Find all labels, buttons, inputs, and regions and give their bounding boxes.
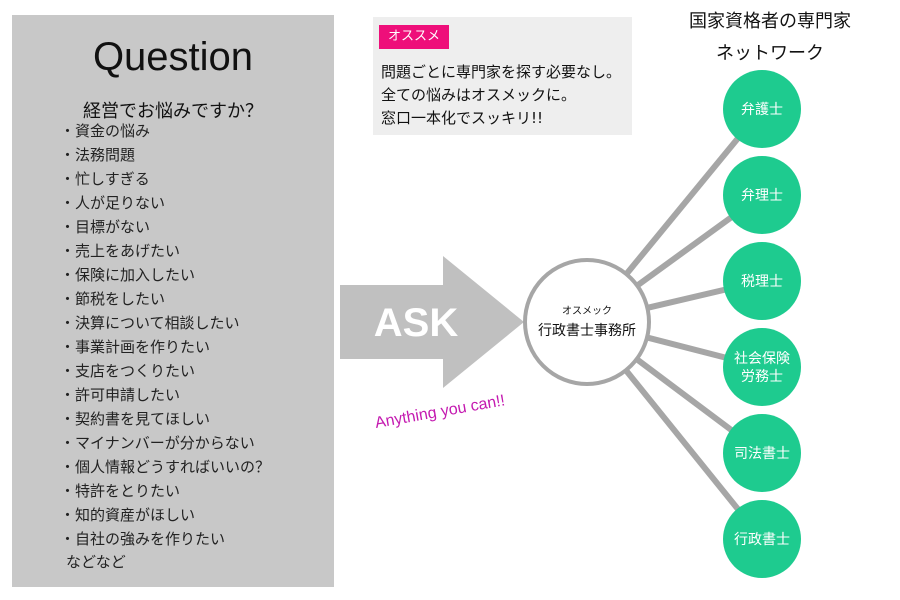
- question-list: ・資金の悩み・法務問題・忙しすぎる・人が足りない・目標がない・売上をあげたい・保…: [60, 119, 270, 551]
- specialist-node-circle: [723, 328, 801, 406]
- specialist-node-label: 行政書士: [734, 532, 790, 548]
- recommend-line: 問題ごとに専門家を探す必要なし。: [381, 63, 622, 81]
- specialist-node: 弁護士: [723, 70, 801, 148]
- question-item: ・売上をあげたい: [60, 242, 181, 260]
- center-hub-circle: [523, 258, 651, 386]
- network-title-line1: 国家資格者の専門家: [689, 11, 851, 32]
- question-item: ・目標がない: [60, 218, 151, 236]
- ask-label: ASK: [374, 301, 459, 345]
- specialist-node-label: 税理士: [741, 274, 783, 290]
- question-item: ・個人情報どうすればいいの？: [60, 458, 271, 476]
- specialist-node-circle: [723, 70, 801, 148]
- specialist-node-label: 司法書士: [734, 446, 790, 462]
- specialist-node-circle: [723, 414, 801, 492]
- question-item: ・特許をとりたい: [60, 482, 181, 500]
- network-title-line2: ネットワーク: [716, 43, 824, 64]
- network-title: 国家資格者の専門家 ネットワーク: [660, 6, 880, 70]
- question-item: ・決算について相談したい: [60, 314, 240, 332]
- specialist-node-circle: [723, 500, 801, 578]
- question-item: ・支店をつくりたい: [60, 362, 196, 380]
- recommend-line: 窓口一本化でスッキリ!!: [381, 109, 544, 127]
- question-item: ・自社の強みを作りたい: [60, 530, 226, 548]
- specialist-node-label: 社会保険: [734, 351, 790, 367]
- specialist-node: 弁理士: [723, 156, 801, 234]
- recommend-badge: オススメ: [379, 25, 450, 49]
- question-subtitle: 経営でお悩みですか？: [83, 101, 263, 122]
- question-panel: Question 経営でお悩みですか？ ・資金の悩み・法務問題・忙しすぎる・人が…: [12, 15, 334, 587]
- question-title: Question: [92, 35, 254, 79]
- specialist-node-label: 弁理士: [741, 188, 783, 204]
- specialist-node: 司法書士: [723, 414, 801, 492]
- question-item: ・人が足りない: [60, 194, 166, 212]
- center-small-label: オスメック: [562, 305, 612, 317]
- question-item: ・保険に加入したい: [60, 266, 196, 284]
- anything-tagline: Anything you can!!: [374, 392, 507, 432]
- question-item: ・法務問題: [60, 146, 136, 164]
- question-item: ・契約書を見てほしい: [60, 410, 211, 428]
- question-item: ・許可申請したい: [60, 386, 181, 404]
- specialist-node-circle: [723, 242, 801, 320]
- question-item: ・事業計画を作りたい: [60, 338, 211, 356]
- ask-arrow: [340, 256, 524, 388]
- center-main-label: 行政書士事務所: [538, 323, 636, 339]
- specialist-node-label: 弁護士: [741, 102, 783, 118]
- specialist-node: 税理士: [723, 242, 801, 320]
- specialist-node-circle: [723, 156, 801, 234]
- recommend-line: 全ての悩みはオスメックに。: [381, 86, 577, 104]
- question-item: ・節税をしたい: [60, 290, 166, 308]
- question-footer: などなど: [66, 553, 126, 571]
- specialist-node-label: 労務士: [741, 369, 783, 385]
- question-item: ・資金の悩み: [60, 122, 151, 140]
- specialist-node: 行政書士: [723, 500, 801, 578]
- question-item: ・マイナンバーが分からない: [60, 434, 255, 452]
- question-item: ・知的資産がほしい: [60, 506, 196, 524]
- recommend-box: オススメ 問題ごとに専門家を探す必要なし。全ての悩みはオスメックに。窓口一本化で…: [373, 17, 632, 135]
- question-item: ・忙しすぎる: [60, 170, 150, 188]
- recommend-lines: 問題ごとに専門家を探す必要なし。全ての悩みはオスメックに。窓口一本化でスッキリ!…: [381, 61, 621, 130]
